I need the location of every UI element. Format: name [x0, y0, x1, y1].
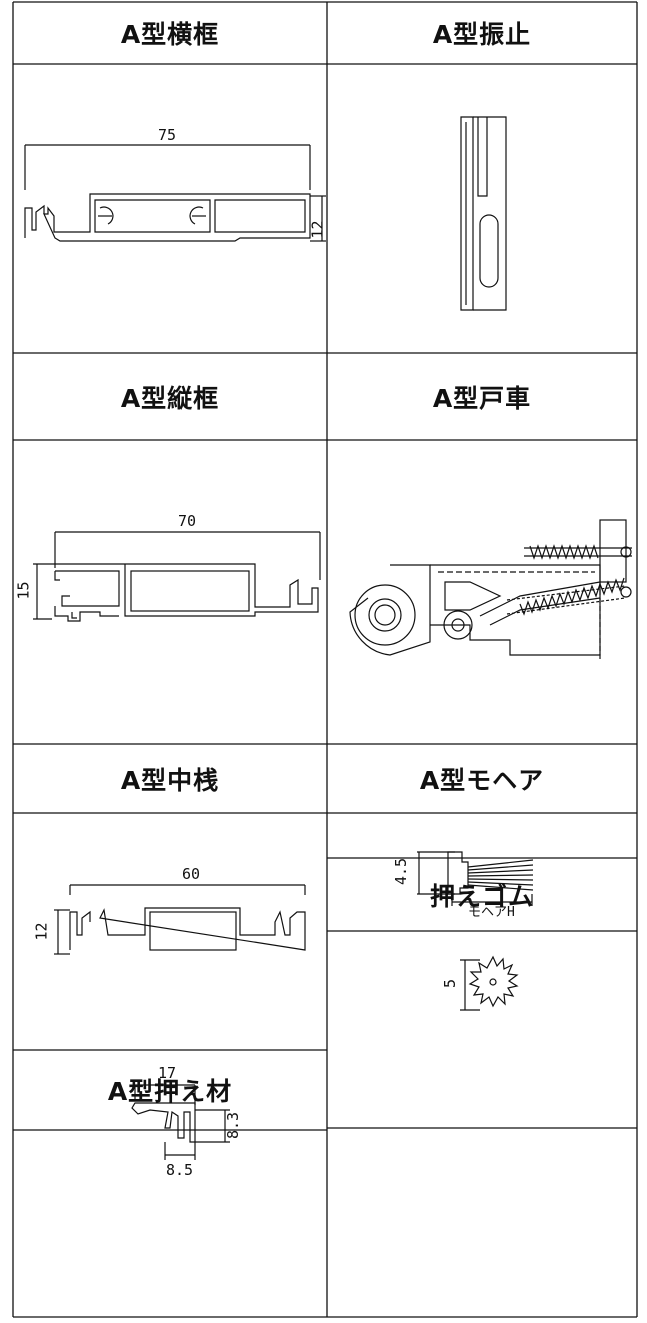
a-mohair-drawing: [417, 851, 534, 906]
header-a-nakasan: A型中桟: [120, 765, 220, 795]
a-osaezai-drawing: [131, 1084, 230, 1160]
dim-yokowaku-height: 12: [308, 220, 327, 239]
header-a-tosha: A型戸車: [432, 383, 532, 413]
header-a-tatewaku: A型縦框: [120, 383, 220, 413]
dim-tatewaku-height: 15: [14, 581, 33, 600]
dim-gomu-height: 5: [441, 978, 460, 989]
header-a-osaezai: A型押え材: [107, 1077, 233, 1106]
osae-gomu-drawing: [460, 955, 519, 1011]
a-yokowaku-drawing: [24, 144, 326, 242]
dim-mohair-length: モヘアH: [468, 905, 515, 920]
grid-lines: [12, 1, 638, 1318]
a-tosha-drawing: [349, 519, 632, 660]
dim-yokowaku-width: 75: [158, 126, 177, 144]
dim-osaezai-width: 17: [158, 1064, 177, 1082]
dim-nakasan-height: 12: [32, 922, 51, 941]
a-furedome-drawing: [460, 116, 507, 311]
dim-tatewaku-width: 70: [178, 512, 197, 530]
header-osae-gomu: 押えゴム: [429, 881, 534, 911]
a-nakasan-drawing: [54, 884, 306, 955]
dim-nakasan-width: 60: [182, 865, 201, 883]
header-a-mohair: A型モヘア: [419, 765, 545, 795]
dim-osaezai-bottom: 8.5: [166, 1161, 194, 1179]
dim-osaezai-height: 8.3: [224, 1111, 243, 1140]
a-tatewaku-drawing: [33, 531, 321, 622]
dim-mohair-height: 4.5: [392, 857, 411, 886]
header-a-furedome: A型振止: [432, 20, 532, 49]
header-a-yokowaku: A型横框: [120, 20, 220, 49]
